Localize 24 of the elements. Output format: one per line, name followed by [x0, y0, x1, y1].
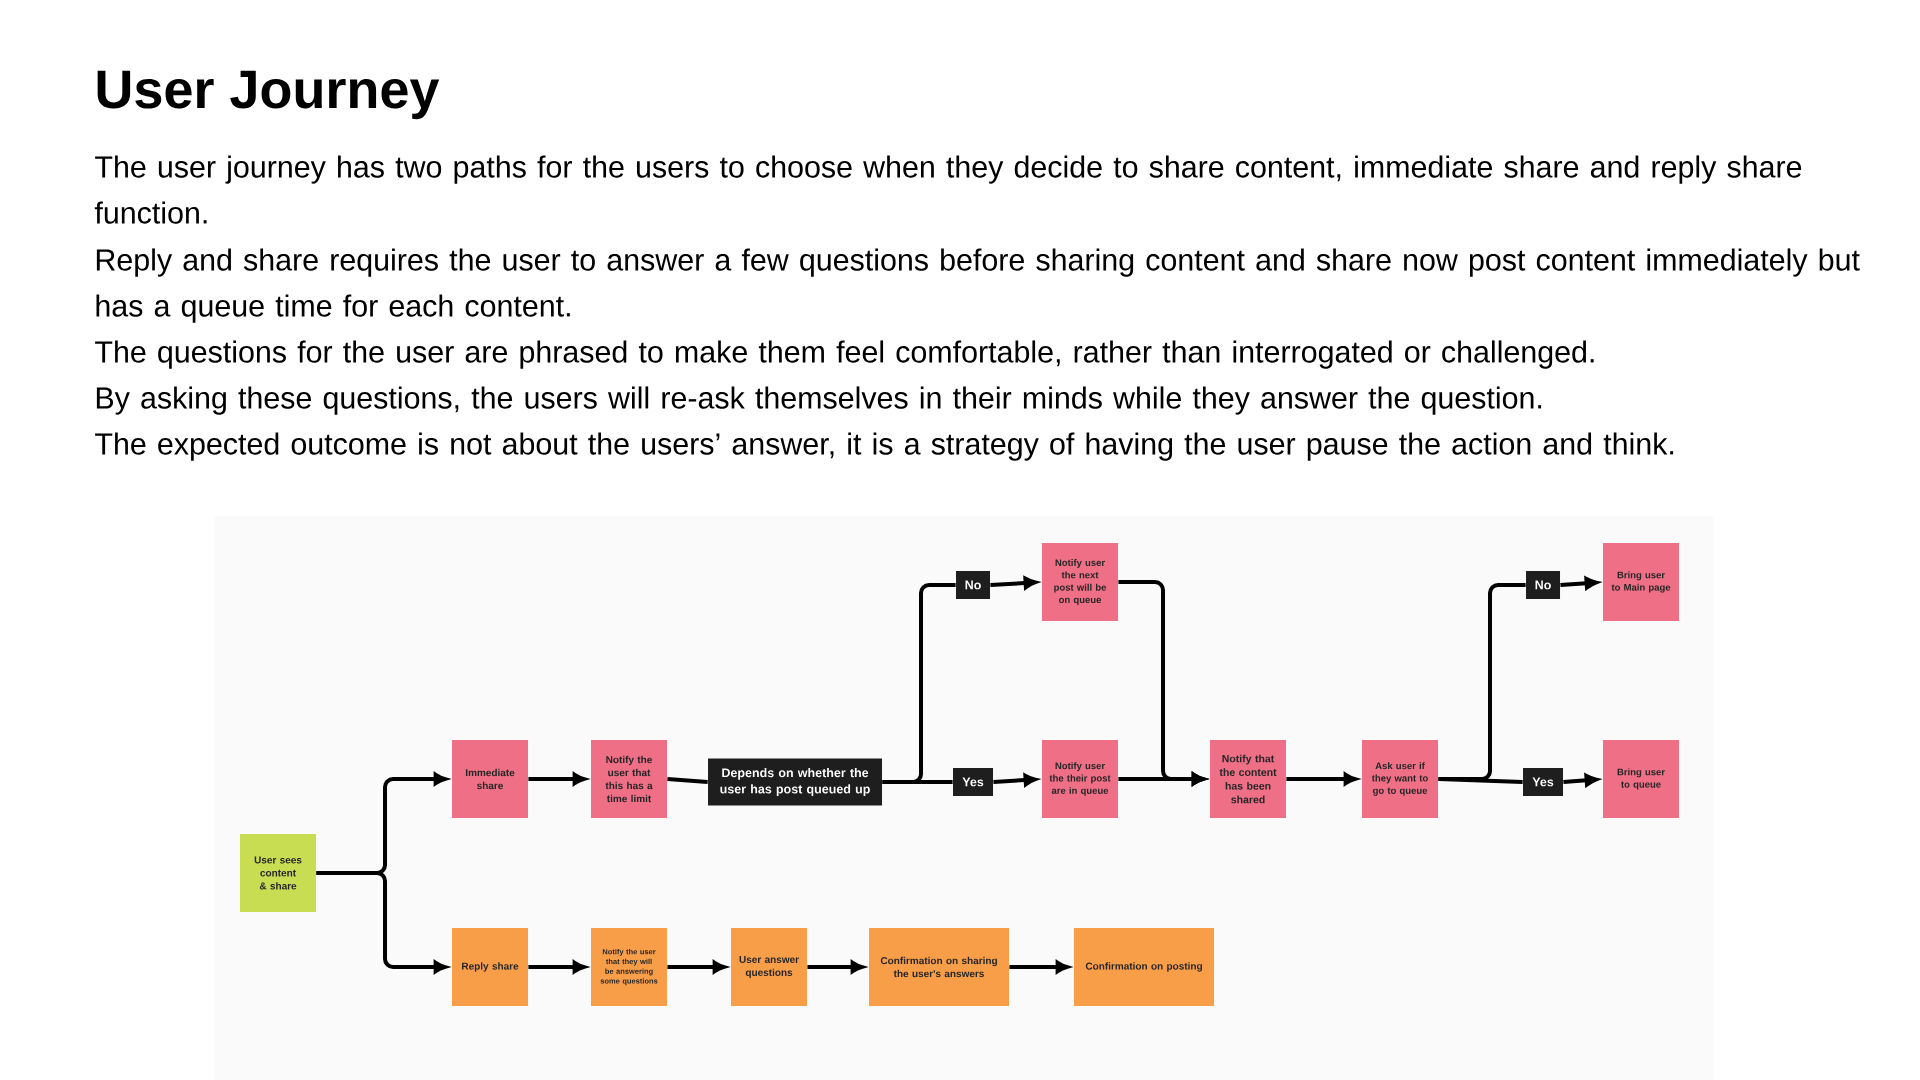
sticky-note: Confirmation on posting — [1074, 928, 1214, 1006]
sticky-note: Notify the user that this has a time limit — [591, 740, 667, 818]
paragraph: Reply and share requires the user to answer a few questions before sharing content and share now post content immediately but has a queue time for each content. — [96, 248, 1860, 323]
sticky-note: Bring user to queue — [1603, 740, 1679, 818]
answer-tag: No — [1526, 571, 1560, 599]
title: User Journey — [97, 70, 440, 120]
condition-box: Depends on whether the user has post queued up — [708, 758, 882, 806]
paragraph: The questions for the user are phrased to make them feel comfortable, rather than interrogated or challenged. — [95, 340, 1594, 369]
sticky-note: Notify that the content has been shared — [1210, 740, 1286, 818]
sticky-note: Notify user the next post will be on queue — [1042, 543, 1118, 621]
sticky-note: Ask user if they want to go to queue — [1362, 740, 1438, 818]
paragraph: By asking these questions, the users will re-ask themselves in their minds while they answer the question. — [96, 386, 1542, 415]
answer-tag: Yes — [1523, 768, 1563, 796]
sticky-note: Notify user the their post are in queue — [1042, 740, 1118, 818]
answer-tag: Yes — [953, 768, 993, 796]
answer-tag: No — [956, 571, 990, 599]
sticky-note: Immediate share — [452, 740, 528, 818]
sticky-note: Confirmation on sharing the user's answers — [869, 928, 1009, 1006]
paragraph: The user journey has two paths for the users to choose when they decide to share content, immediate share and reply share function. — [94, 155, 1802, 224]
sticky-note: User answer questions — [731, 928, 807, 1006]
sticky-note: Bring user to Main page — [1603, 543, 1679, 621]
sticky-note: Reply share — [452, 928, 528, 1006]
sticky-note: User sees content & share — [240, 834, 316, 912]
paragraph: The expected outcome is not about the users’ answer, it is a strategy of having the user pause the action and think. — [95, 432, 1674, 461]
